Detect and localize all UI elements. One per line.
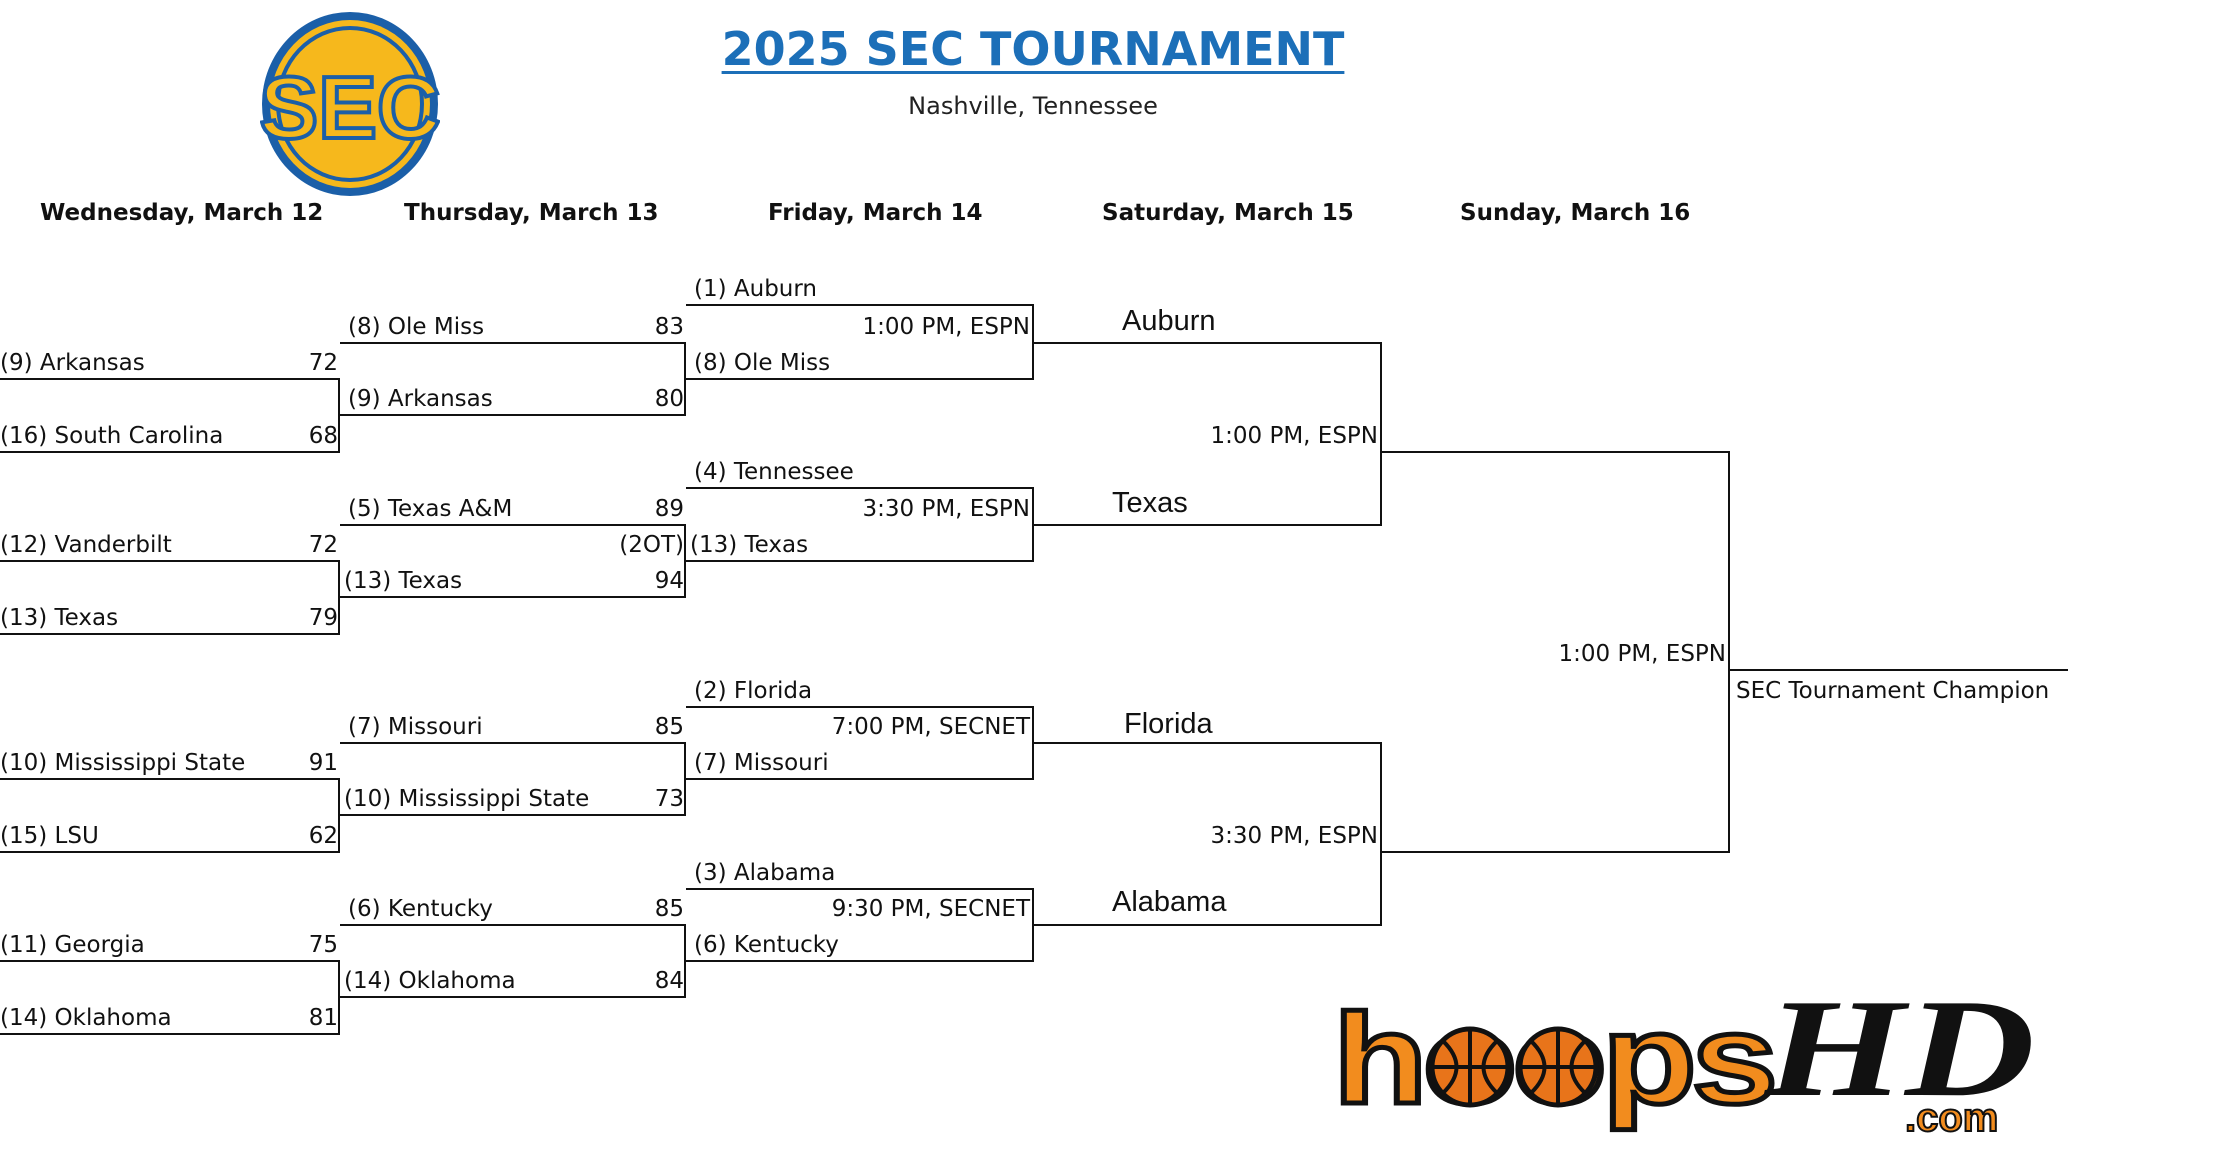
team-name: (9) Arkansas: [348, 386, 493, 412]
team-score: 89: [654, 496, 684, 522]
day-header-wednesday: Wednesday, March 12: [40, 200, 324, 226]
team-score: 72: [308, 532, 338, 558]
day-header-saturday: Saturday, March 15: [1102, 200, 1354, 226]
team-name: (9) Arkansas: [0, 350, 145, 376]
team-score: 84: [654, 968, 684, 994]
team-name: (2) Florida: [694, 678, 813, 704]
team-name: (7) Missouri: [348, 714, 483, 740]
champion-label: SEC Tournament Champion: [1736, 678, 2050, 704]
team-name: (6) Kentucky: [694, 932, 839, 958]
team-name: (14) Oklahoma: [344, 968, 516, 994]
team-name: (13) Texas: [344, 568, 463, 594]
team-name: (13) Texas: [690, 532, 809, 558]
page-subtitle: Nashville, Tennessee: [908, 92, 1158, 120]
team-name: (8) Ole Miss: [348, 314, 485, 340]
day-header-friday: Friday, March 14: [768, 200, 983, 226]
team-name: (10) Mississippi State: [0, 750, 246, 776]
game-time: 7:00 PM, SECNET: [831, 714, 1030, 740]
team-name: (13) Texas: [0, 605, 119, 631]
day-header-thursday: Thursday, March 13: [404, 200, 659, 226]
team-score: 83: [654, 314, 684, 340]
team-name: (8) Ole Miss: [694, 350, 831, 376]
hoopshd-logo-com: .com: [1905, 1096, 1998, 1135]
basketball-icon: [1429, 1026, 1511, 1108]
day-header-sunday: Sunday, March 16: [1460, 200, 1691, 226]
team-score: 91: [308, 750, 338, 776]
hoopshd-logo-hd: HD: [1762, 985, 2035, 1126]
team-name: (6) Kentucky: [348, 896, 493, 922]
page-title: 2025 SEC TOURNAMENT: [721, 22, 1345, 76]
team-score: 73: [654, 786, 684, 812]
team-name: (7) Missouri: [694, 750, 829, 776]
team-score: 68: [308, 423, 338, 449]
team-name: (11) Georgia: [0, 932, 145, 958]
hoopshd-logo: hoops HD .com: [1325, 985, 2045, 1135]
sec-logo-text: SEC: [260, 58, 440, 157]
team-name: (15) LSU: [0, 823, 99, 849]
basketball-icon: [1517, 1026, 1599, 1108]
team-score: 75: [308, 932, 338, 958]
semifinal-2-time: 3:30 PM, ESPN: [1210, 823, 1378, 849]
game-time: 1:00 PM, ESPN: [862, 314, 1030, 340]
game-time: 9:30 PM, SECNET: [831, 896, 1030, 922]
team-name: (5) Texas A&M: [348, 496, 513, 522]
team-score: 94: [654, 568, 684, 594]
team-score: 81: [308, 1005, 338, 1031]
team-score: 85: [654, 896, 684, 922]
team-score: 79: [308, 605, 338, 631]
game-time: 3:30 PM, ESPN: [862, 496, 1030, 522]
winner-label: Texas: [1112, 487, 1188, 519]
sec-logo: SEC: [260, 10, 440, 198]
team-score: 80: [654, 386, 684, 412]
semifinal-1-time: 1:00 PM, ESPN: [1210, 423, 1378, 449]
team-name: (1) Auburn: [694, 276, 818, 302]
team-name: (3) Alabama: [694, 860, 836, 886]
team-name: (10) Mississippi State: [344, 786, 590, 812]
team-name: (14) Oklahoma: [0, 1005, 172, 1031]
overtime-note: (2OT): [619, 532, 684, 558]
team-name: (4) Tennessee: [694, 459, 854, 485]
team-name: (12) Vanderbilt: [0, 532, 172, 558]
final-time: 1:00 PM, ESPN: [1558, 641, 1726, 667]
team-score: 72: [308, 350, 338, 376]
team-score: 62: [308, 823, 338, 849]
team-score: 85: [654, 714, 684, 740]
winner-label: Florida: [1124, 708, 1213, 740]
team-name: (16) South Carolina: [0, 423, 224, 449]
winner-label: Auburn: [1122, 305, 1216, 337]
winner-label: Alabama: [1112, 886, 1227, 918]
